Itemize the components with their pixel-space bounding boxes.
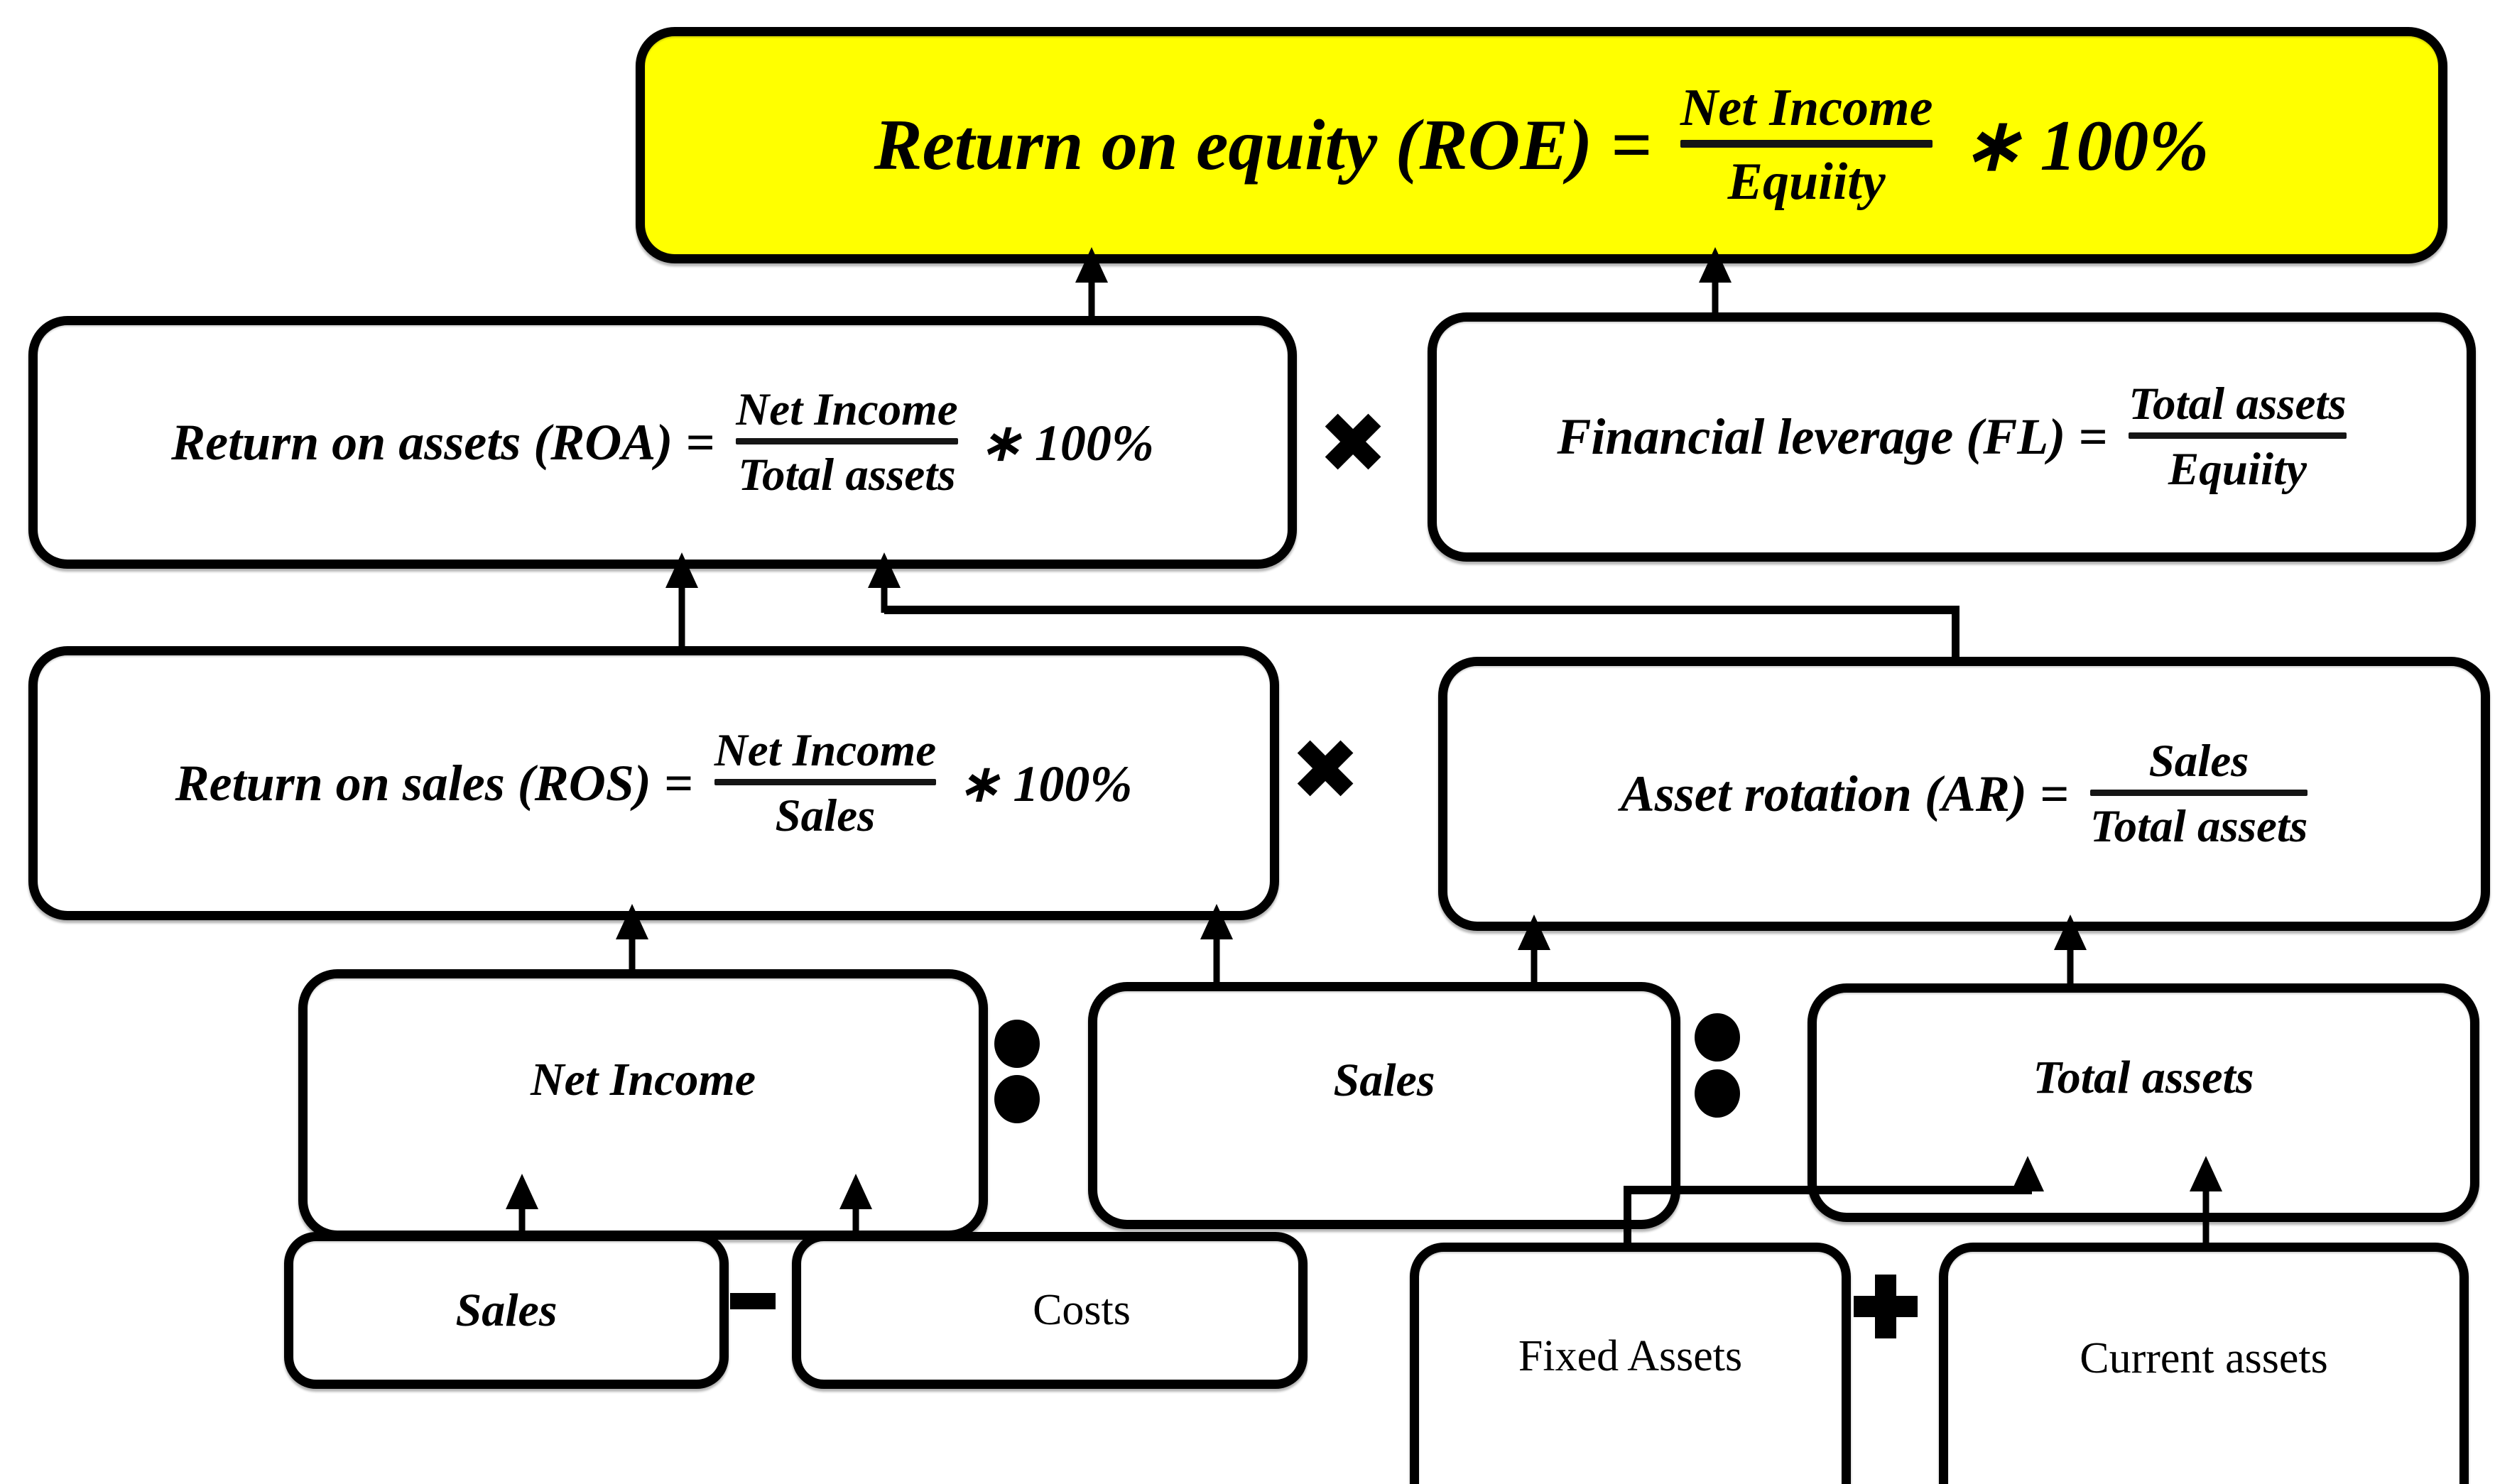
- ar-fraction: Sales Total assets: [2089, 735, 2308, 853]
- minus-operator-icon: [730, 1293, 776, 1309]
- ar-numerator: Sales: [2148, 735, 2249, 787]
- ros-box: Return on sales (ROS) = Net Income Sales…: [28, 646, 1279, 920]
- roa-box: Return on assets (ROA) = Net Income Tota…: [28, 316, 1297, 569]
- total-assets-box: Total assets: [1808, 983, 2479, 1222]
- connector-ar-elbow-horizontal: [884, 606, 1959, 614]
- arrow-costs-to-netincome: [839, 1174, 872, 1233]
- current-assets-box: Current assets: [1939, 1243, 2469, 1484]
- asset-rotation-box: Asset rotation (AR) = Sales Total assets: [1438, 657, 2490, 931]
- financial-leverage-box: Financial leverage (FL) = Total assets E…: [1428, 312, 2476, 562]
- arrow-fl-to-roe: [1699, 247, 1732, 312]
- ros-suffix: ∗ 100%: [957, 755, 1133, 812]
- sales-mid-box: Sales: [1088, 982, 1680, 1229]
- arrow-netincome-to-ros: [616, 904, 648, 971]
- fixed-assets-label: Fixed Assets: [1518, 1332, 1743, 1380]
- ros-numerator: Net Income: [714, 724, 937, 776]
- sales-bottom-box: Sales: [284, 1232, 729, 1389]
- net-income-label: Net Income: [530, 1053, 756, 1106]
- ros-denominator: Sales: [775, 790, 876, 841]
- connector-fixedassets-elbow-horizontal: [1624, 1186, 2032, 1194]
- arrow-ar-to-roa: [868, 552, 901, 613]
- fraction-bar: [1680, 140, 1933, 148]
- divide-operator-dot: [1695, 1013, 1740, 1062]
- roa-fraction: Net Income Total assets: [736, 383, 958, 501]
- roa-formula: Return on assets (ROA) = Net Income Tota…: [171, 384, 1154, 501]
- roe-suffix: ∗ 100%: [1961, 106, 2209, 186]
- fraction-bar: [2089, 789, 2308, 796]
- costs-label: Costs: [1033, 1286, 1131, 1334]
- fraction-bar: [714, 778, 937, 785]
- arrow-sales-to-ar: [1518, 915, 1550, 983]
- fixed-assets-box: Fixed Assets: [1410, 1243, 1851, 1484]
- divide-operator-dot: [1695, 1069, 1740, 1118]
- connector-ar-elbow-vertical: [1952, 609, 1959, 659]
- roa-suffix: ∗ 100%: [979, 414, 1154, 471]
- fl-label: Financial leverage (FL) =: [1557, 408, 2108, 465]
- net-income-box: Net Income: [298, 969, 988, 1240]
- multiply-icon: ✖: [1290, 721, 1361, 819]
- roe-box: Return on equity (ROE) = Net Income Equi…: [636, 27, 2447, 263]
- roa-denominator: Total assets: [738, 449, 956, 501]
- fl-denominator: Equiity: [2168, 444, 2307, 495]
- roe-formula: Return on equity (ROE) = Net Income Equi…: [874, 79, 2209, 212]
- multiply-icon: ✖: [1317, 394, 1388, 492]
- fraction-bar: [2129, 432, 2347, 439]
- arrow-sales-to-ros: [1200, 904, 1233, 983]
- current-assets-label: Current assets: [2080, 1333, 2328, 1382]
- arrow-currentassets-to-totalassets: [2190, 1156, 2222, 1244]
- divide-operator-dot: [994, 1020, 1040, 1068]
- fl-fraction: Total assets Equiity: [2129, 378, 2347, 496]
- roe-fraction: Net Income Equiity: [1680, 79, 1933, 212]
- ros-formula: Return on sales (ROS) = Net Income Sales…: [175, 725, 1133, 842]
- arrow-roa-to-roe: [1075, 247, 1108, 316]
- arrow-totalassets-to-ar: [2054, 915, 2087, 985]
- roe-label: Return on equity (ROE) =: [874, 105, 1652, 185]
- ar-label: Asset rotation (AR) =: [1620, 765, 2069, 822]
- plus-operator-icon: [1854, 1275, 1918, 1338]
- costs-box: Costs: [792, 1232, 1308, 1389]
- roe-numerator: Net Income: [1680, 79, 1933, 138]
- fl-formula: Financial leverage (FL) = Total assets E…: [1557, 378, 2347, 496]
- divide-operator-dot: [994, 1075, 1040, 1123]
- roe-denominator: Equiity: [1727, 153, 1886, 211]
- sales-bottom-label: Sales: [455, 1284, 558, 1336]
- total-assets-label: Total assets: [2033, 1052, 2254, 1103]
- arrow-salesbottom-to-netincome: [506, 1174, 538, 1233]
- fl-numerator: Total assets: [2129, 378, 2347, 430]
- connector-fixedassets-elbow-vertical: [1624, 1187, 1631, 1244]
- ar-denominator: Total assets: [2089, 800, 2308, 852]
- arrow-ros-to-roa: [665, 552, 698, 646]
- roa-label: Return on assets (ROA) =: [171, 413, 715, 471]
- arrow-fixedassets-to-totalassets: [2011, 1156, 2044, 1194]
- roa-numerator: Net Income: [736, 383, 958, 435]
- sales-mid-label: Sales: [1333, 1054, 1435, 1106]
- ros-fraction: Net Income Sales: [714, 724, 937, 842]
- ar-formula: Asset rotation (AR) = Sales Total assets: [1621, 736, 2308, 853]
- fraction-bar: [736, 437, 958, 444]
- ros-label: Return on sales (ROS) =: [175, 754, 693, 812]
